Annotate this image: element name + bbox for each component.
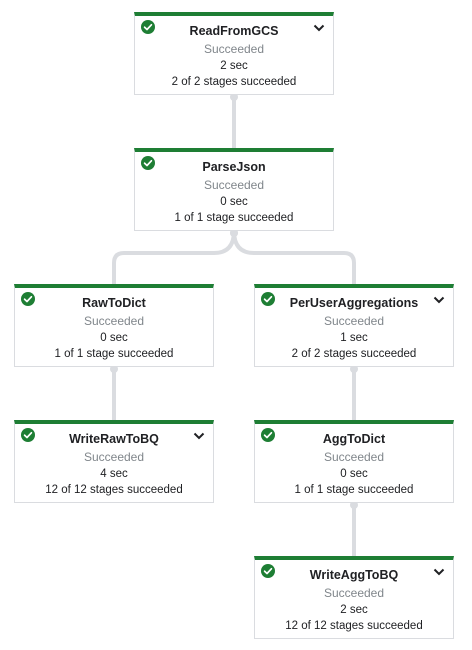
step-node-rawtodict[interactable]: RawToDict Succeeded 0 sec 1 of 1 stage s… [14, 284, 214, 367]
check-circle-icon [141, 156, 155, 170]
step-status: Succeeded [323, 314, 385, 328]
step-status: Succeeded [83, 450, 145, 464]
step-stages: 2 of 2 stages succeeded [291, 348, 417, 360]
step-stages: 1 of 1 stage succeeded [174, 212, 294, 224]
chevron-down-icon[interactable] [193, 431, 205, 441]
step-stages: 2 of 2 stages succeeded [171, 76, 297, 88]
step-duration: 4 sec [100, 468, 128, 480]
step-duration: 2 sec [220, 60, 248, 72]
step-status: Succeeded [323, 586, 385, 600]
check-circle-icon [21, 428, 35, 442]
step-title: WriteAggToBQ [309, 568, 399, 582]
check-circle-icon [261, 428, 275, 442]
check-circle-icon [261, 292, 275, 306]
step-node-writerawtobq[interactable]: WriteRawToBQ Succeeded 4 sec 12 of 12 st… [14, 420, 214, 503]
step-duration: 1 sec [340, 332, 368, 344]
step-stages: 12 of 12 stages succeeded [285, 620, 423, 632]
step-status: Succeeded [323, 450, 385, 464]
check-circle-icon [141, 20, 155, 34]
chevron-down-icon[interactable] [433, 567, 445, 577]
step-status: Succeeded [203, 178, 265, 192]
step-duration: 2 sec [340, 604, 368, 616]
step-duration: 0 sec [100, 332, 128, 344]
step-node-readfromgcs[interactable]: ReadFromGCS Succeeded 2 sec 2 of 2 stage… [134, 12, 334, 95]
step-stages: 1 of 1 stage succeeded [54, 348, 174, 360]
step-title: ParseJson [202, 160, 266, 174]
step-title: AggToDict [322, 432, 386, 446]
step-stages: 1 of 1 stage succeeded [294, 484, 414, 496]
step-title: ReadFromGCS [189, 24, 279, 38]
step-node-aggtodict[interactable]: AggToDict Succeeded 0 sec 1 of 1 stage s… [254, 420, 454, 503]
edge-parse-to-rawtodict [112, 230, 236, 284]
step-duration: 0 sec [220, 196, 248, 208]
step-duration: 0 sec [340, 468, 368, 480]
step-status: Succeeded [203, 42, 265, 56]
step-title: RawToDict [82, 296, 146, 310]
step-stages: 12 of 12 stages succeeded [45, 484, 183, 496]
check-circle-icon [261, 564, 275, 578]
check-circle-icon [21, 292, 35, 306]
step-node-parsejson[interactable]: ParseJson Succeeded 0 sec 1 of 1 stage s… [134, 148, 334, 231]
step-node-peruseraggregations[interactable]: PerUserAggregations Succeeded 1 sec 2 of… [254, 284, 454, 367]
chevron-down-icon[interactable] [313, 23, 325, 33]
edge-parse-to-peruser [232, 230, 356, 284]
step-node-writeaggtobq[interactable]: WriteAggToBQ Succeeded 2 sec 12 of 12 st… [254, 556, 454, 639]
step-status: Succeeded [83, 314, 145, 328]
chevron-down-icon[interactable] [433, 295, 445, 305]
step-title: PerUserAggregations [289, 296, 419, 310]
step-title: WriteRawToBQ [69, 432, 159, 446]
